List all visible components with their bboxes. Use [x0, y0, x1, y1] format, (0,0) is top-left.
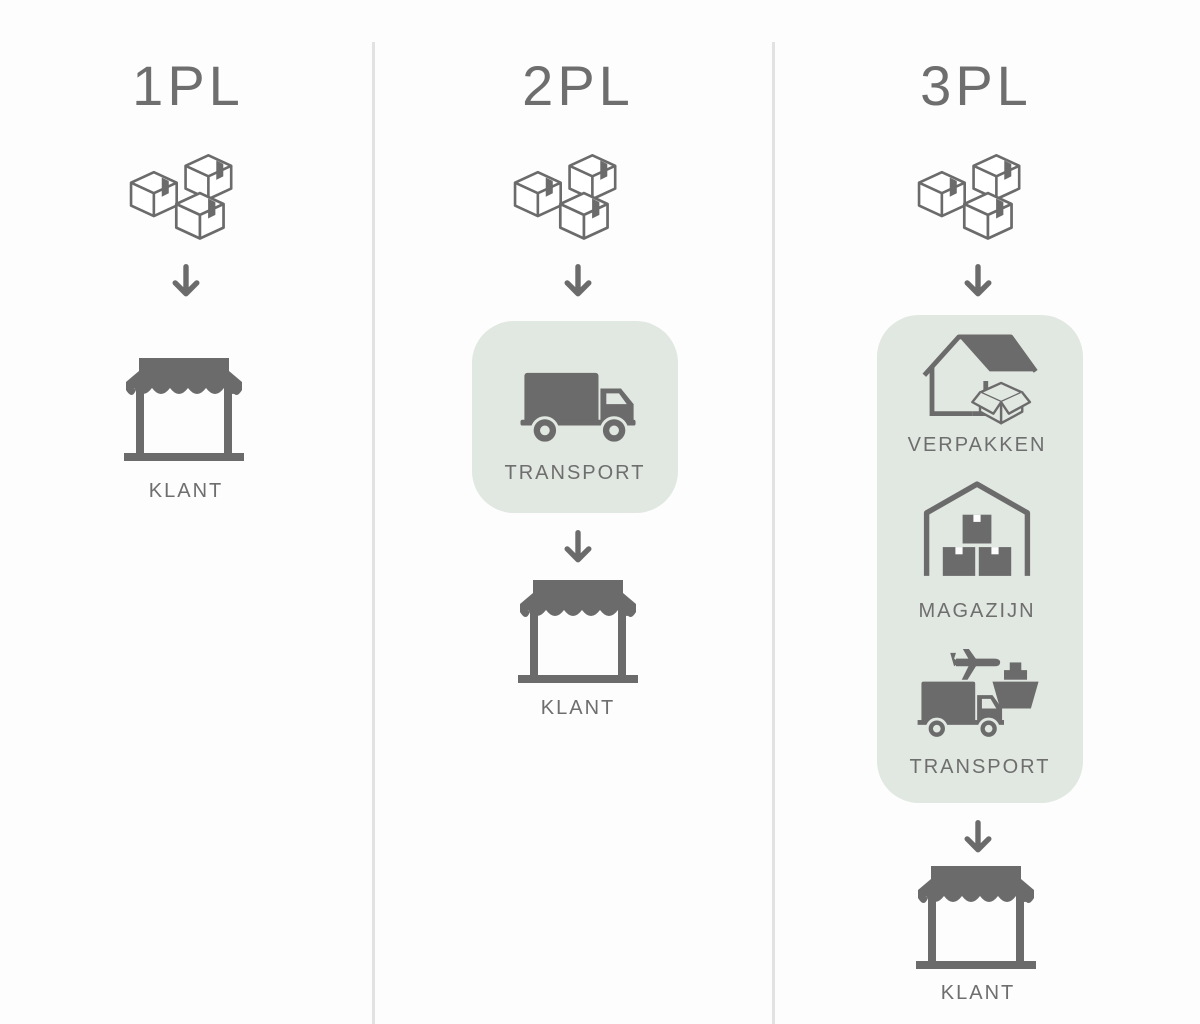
- step-label: TRANSPORT: [504, 462, 646, 484]
- house-boxes-icon: [921, 333, 1039, 429]
- truck-icon: [520, 369, 638, 447]
- multimodal-transport-icon: [917, 649, 1043, 745]
- column-heading: 1PL: [132, 54, 244, 117]
- shop-icon: [124, 358, 244, 462]
- services-panel: VERPAKKEN MAGAZIJN TRANSPORT: [877, 315, 1083, 803]
- step-label: TRANSPORT: [909, 756, 1051, 778]
- customer-label: KLANT: [940, 982, 1016, 1004]
- column-divider: [772, 42, 775, 1024]
- column-heading: 2PL: [522, 54, 634, 117]
- step-label: MAGAZIJN: [918, 600, 1036, 622]
- customer-label: KLANT: [540, 697, 616, 719]
- shop-icon: [916, 866, 1036, 970]
- arrow-down-icon: [168, 264, 204, 300]
- customer-label: KLANT: [148, 480, 224, 502]
- column-heading: 3PL: [920, 54, 1032, 117]
- boxes-icon: [126, 150, 240, 244]
- boxes-icon: [510, 150, 624, 244]
- arrow-down-icon: [960, 820, 996, 856]
- arrow-down-icon: [960, 264, 996, 300]
- transport-panel: TRANSPORT: [472, 321, 678, 513]
- boxes-icon: [914, 150, 1028, 244]
- column-divider: [372, 42, 375, 1024]
- step-label: VERPAKKEN: [907, 434, 1047, 456]
- arrow-down-icon: [560, 530, 596, 566]
- arrow-down-icon: [560, 264, 596, 300]
- warehouse-icon: [923, 477, 1031, 583]
- shop-icon: [518, 580, 638, 684]
